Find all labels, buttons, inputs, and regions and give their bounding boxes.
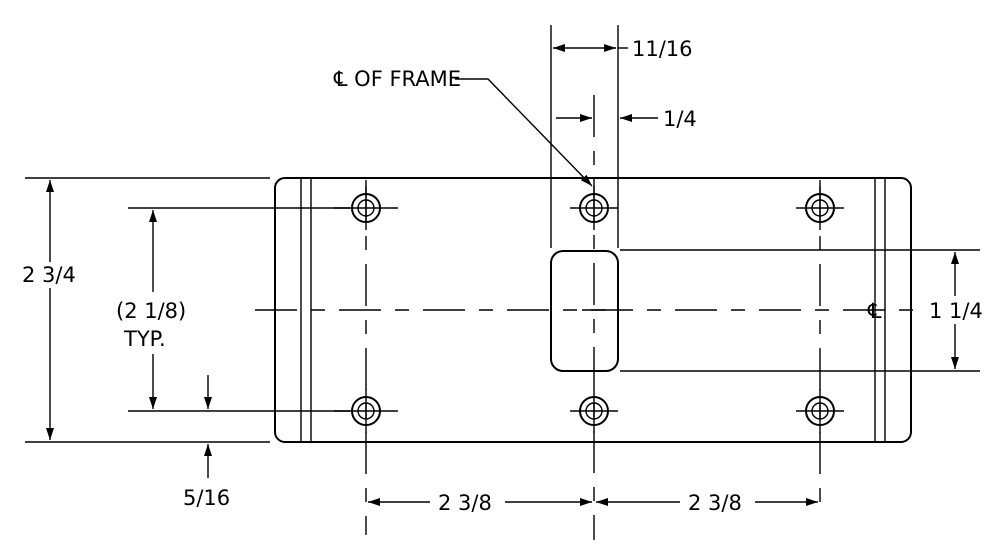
dim-label-2-3-4: 2 3/4 [22, 263, 76, 287]
dim-label-11-16: 11/16 [632, 37, 693, 61]
centerline-symbol: ℄ [867, 299, 882, 323]
dim-label-2-1-8: (2 1/8) [116, 299, 186, 323]
dim-label-1-4: 1/4 [663, 107, 697, 131]
hole-top-center [570, 186, 618, 230]
hole-bottom-right [796, 389, 844, 433]
dim-label-5-16: 5/16 [183, 486, 230, 510]
dim-label-1-1-4-bg [920, 296, 1000, 324]
hole-bottom-center [570, 389, 618, 433]
dim-label-2-3-8-right: 2 3/8 [688, 491, 742, 515]
dim-label-2-1-8-bg [110, 292, 200, 354]
dim-label-1-1-4: 1 1/4 [929, 299, 983, 323]
dim-label-typ: TYP. [123, 327, 166, 351]
dim-label-2-3-4-bg [20, 262, 82, 288]
centerline-frame-leader [455, 78, 593, 187]
centerline-frame-label: ℄ OF FRAME [333, 67, 461, 91]
dim-label-2-3-8-left: 2 3/8 [438, 491, 492, 515]
center-slot [550, 250, 619, 372]
hole-top-right [796, 186, 844, 230]
